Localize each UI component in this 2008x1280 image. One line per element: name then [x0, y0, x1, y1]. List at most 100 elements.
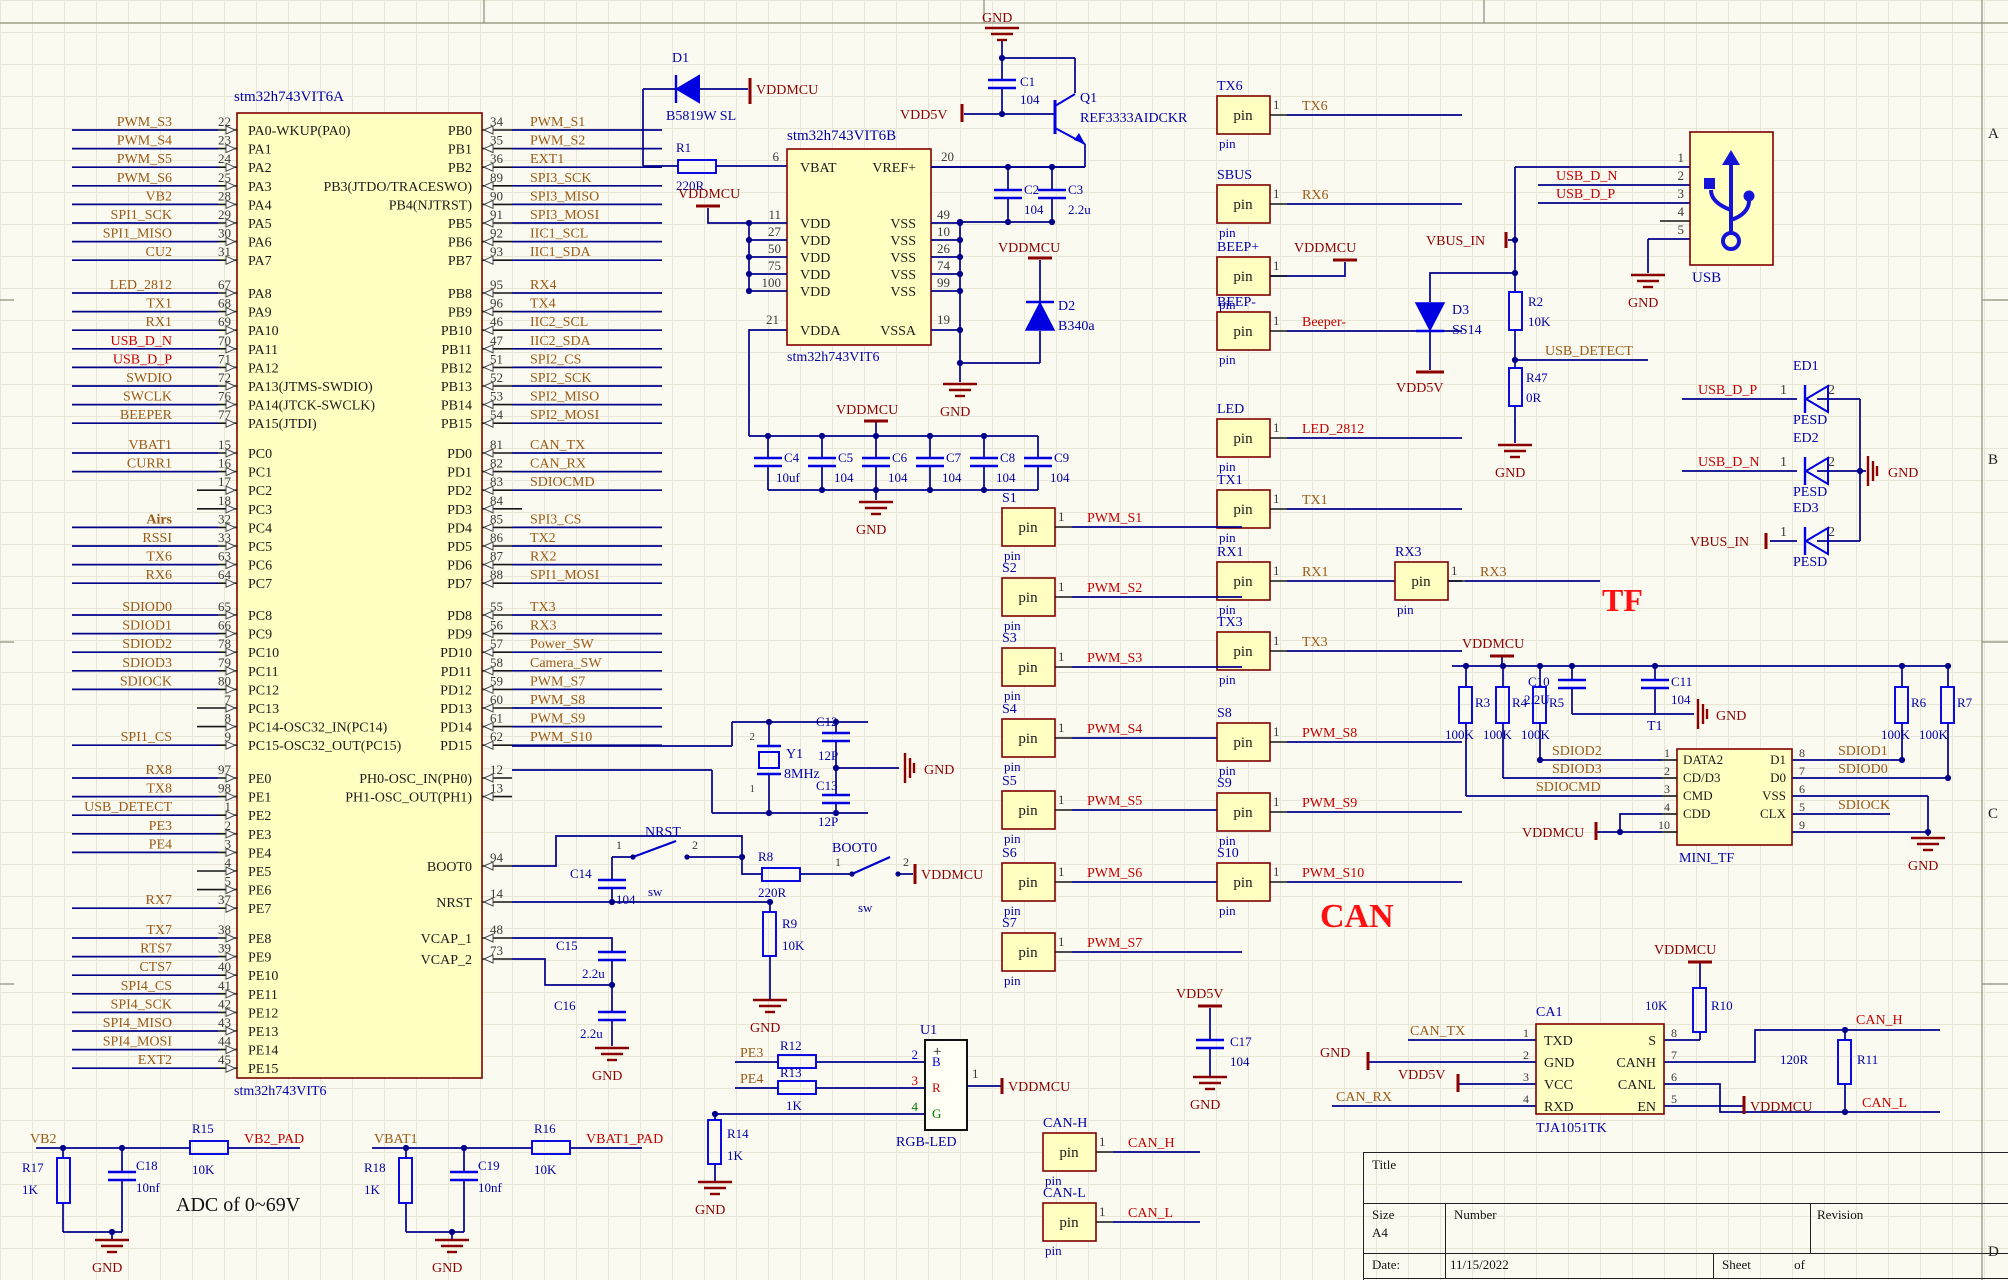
pin-number[interactable]: 3	[1664, 782, 1670, 796]
resistor-body[interactable]	[1692, 987, 1707, 1033]
pin-number[interactable]: 36	[490, 151, 504, 166]
power-label[interactable]: VDD5V	[1398, 1068, 1445, 1083]
header-pin-text[interactable]: pin	[1018, 803, 1038, 819]
wire[interactable]	[1270, 262, 1346, 277]
pin-number[interactable]: 1	[1273, 864, 1280, 879]
net-label[interactable]: TX3	[530, 600, 556, 615]
header-pin-text[interactable]: pin	[1233, 644, 1253, 660]
pin-name[interactable]: PB3(JTDO/TRACESWO)	[323, 180, 472, 195]
power-VDDMCU[interactable]: VDDMCU	[1462, 637, 1524, 658]
ground-symbol[interactable]: GND	[856, 500, 893, 538]
cap-designator[interactable]: C5	[838, 450, 853, 465]
power-VDDMCU[interactable]: VDDMCU	[1294, 241, 1357, 262]
power-label[interactable]: VDDMCU	[1008, 1080, 1070, 1095]
pin-name[interactable]: PA9	[248, 306, 272, 321]
pin-name[interactable]: PC8	[248, 609, 272, 624]
rgb-part[interactable]: RGB-LED	[896, 1135, 957, 1150]
cap-value[interactable]: 12P	[818, 748, 838, 763]
label[interactable]: VSS	[890, 234, 916, 249]
net-label[interactable]: CAN_H	[1128, 1136, 1175, 1151]
pin-number[interactable]: 1	[1058, 864, 1065, 879]
header-pin-label[interactable]: pin	[1397, 602, 1414, 617]
net-label-SDIOCK[interactable]: SDIOCK	[1838, 798, 1890, 813]
power-VDDMCU[interactable]: VDDMCU	[1742, 1096, 1812, 1115]
resistor-value[interactable]: 1K	[786, 1098, 803, 1113]
pin-number[interactable]: 1	[1273, 563, 1280, 578]
net-label[interactable]: VB2	[146, 189, 172, 204]
net-label[interactable]: VBAT1_PAD	[586, 1132, 663, 1147]
gnd-label[interactable]: GND	[750, 1021, 780, 1036]
pin-number[interactable]: 15	[218, 437, 231, 452]
pin-number[interactable]: 8	[225, 711, 232, 726]
net-label[interactable]: PWM_S3	[117, 115, 172, 130]
power-VDD5V[interactable]: VDD5V	[900, 104, 964, 123]
pin-number[interactable]: 89	[490, 170, 503, 185]
pin-number[interactable]: 76	[218, 389, 232, 404]
gnd-label[interactable]: GND	[924, 763, 954, 778]
cap-designator[interactable]: C9	[1054, 450, 1069, 465]
pin-number[interactable]: 7	[225, 692, 232, 707]
pin-name[interactable]: PE2	[248, 809, 271, 824]
gnd-label[interactable]: GND	[1495, 466, 1525, 481]
power-VDDMCU[interactable]: VDDMCU	[748, 78, 818, 104]
crystal-designator[interactable]: Y1	[786, 747, 803, 762]
gnd-label[interactable]: GND	[695, 1203, 725, 1218]
resistor-body[interactable]	[1508, 367, 1523, 407]
pin-number[interactable]: 57	[490, 636, 504, 651]
pin-number[interactable]: 6	[1799, 782, 1805, 796]
header-body[interactable]	[1042, 1202, 1097, 1242]
pin-number[interactable]: 60	[490, 692, 503, 707]
pin-name[interactable]: PB12	[441, 361, 472, 376]
gnd-label[interactable]: GND	[432, 1261, 462, 1276]
switch-lever[interactable]	[851, 855, 891, 876]
transistor-collector[interactable]	[1054, 93, 1076, 107]
net-label[interactable]: PE3	[740, 1046, 763, 1061]
label[interactable]: 19	[937, 312, 950, 327]
net-label[interactable]: IIC2_SCL	[530, 315, 588, 330]
pin-number[interactable]: 42	[218, 996, 231, 1011]
resistor-body[interactable]	[56, 1157, 71, 1204]
wire[interactable]	[1619, 813, 1662, 832]
net-label[interactable]: RSSI	[142, 531, 172, 546]
header-designator[interactable]: S3	[1002, 631, 1017, 646]
pin-number[interactable]: 41	[218, 978, 231, 993]
power-label[interactable]: VDD5V	[1396, 381, 1443, 396]
net-label[interactable]: SPI3_CS	[530, 512, 581, 527]
net-label[interactable]: SDIOD3	[122, 656, 172, 671]
pin-number[interactable]: 7	[1671, 1048, 1677, 1062]
pin-number[interactable]: 12	[490, 762, 503, 777]
cap-value[interactable]: 104	[616, 892, 636, 907]
pin-name[interactable]: PC15-OSC32_OUT(PC15)	[248, 739, 402, 754]
net-label-USB_D_P[interactable]: USB_D_P	[1698, 383, 1757, 398]
pin-number[interactable]: 47	[490, 333, 504, 348]
pin-number[interactable]: 37	[218, 892, 232, 907]
pin-number[interactable]: 1	[1099, 1204, 1106, 1219]
diode-part[interactable]: B5819W SL	[666, 109, 736, 124]
ground-symbol[interactable]: GND	[750, 998, 787, 1036]
mcu-left-body[interactable]	[236, 112, 483, 1079]
header-body[interactable]	[1001, 862, 1056, 902]
pin-number[interactable]: 1	[1678, 150, 1685, 165]
net-label-VB2_PAD[interactable]: VB2_PAD	[244, 1132, 304, 1147]
header-body[interactable]	[1216, 862, 1271, 902]
pin-number[interactable]: 91	[490, 207, 503, 222]
header-body[interactable]	[1042, 1132, 1097, 1172]
pin-number[interactable]: 17	[218, 474, 232, 489]
can-ic-body[interactable]	[1535, 1023, 1665, 1115]
header-pin-label[interactable]: pin	[1004, 903, 1021, 918]
resistor-value[interactable]: 120R	[1780, 1052, 1809, 1067]
label[interactable]: 49	[937, 207, 950, 222]
cap-designator[interactable]: C19	[478, 1158, 500, 1173]
power-VDDMCU[interactable]: VDDMCU	[836, 403, 898, 423]
